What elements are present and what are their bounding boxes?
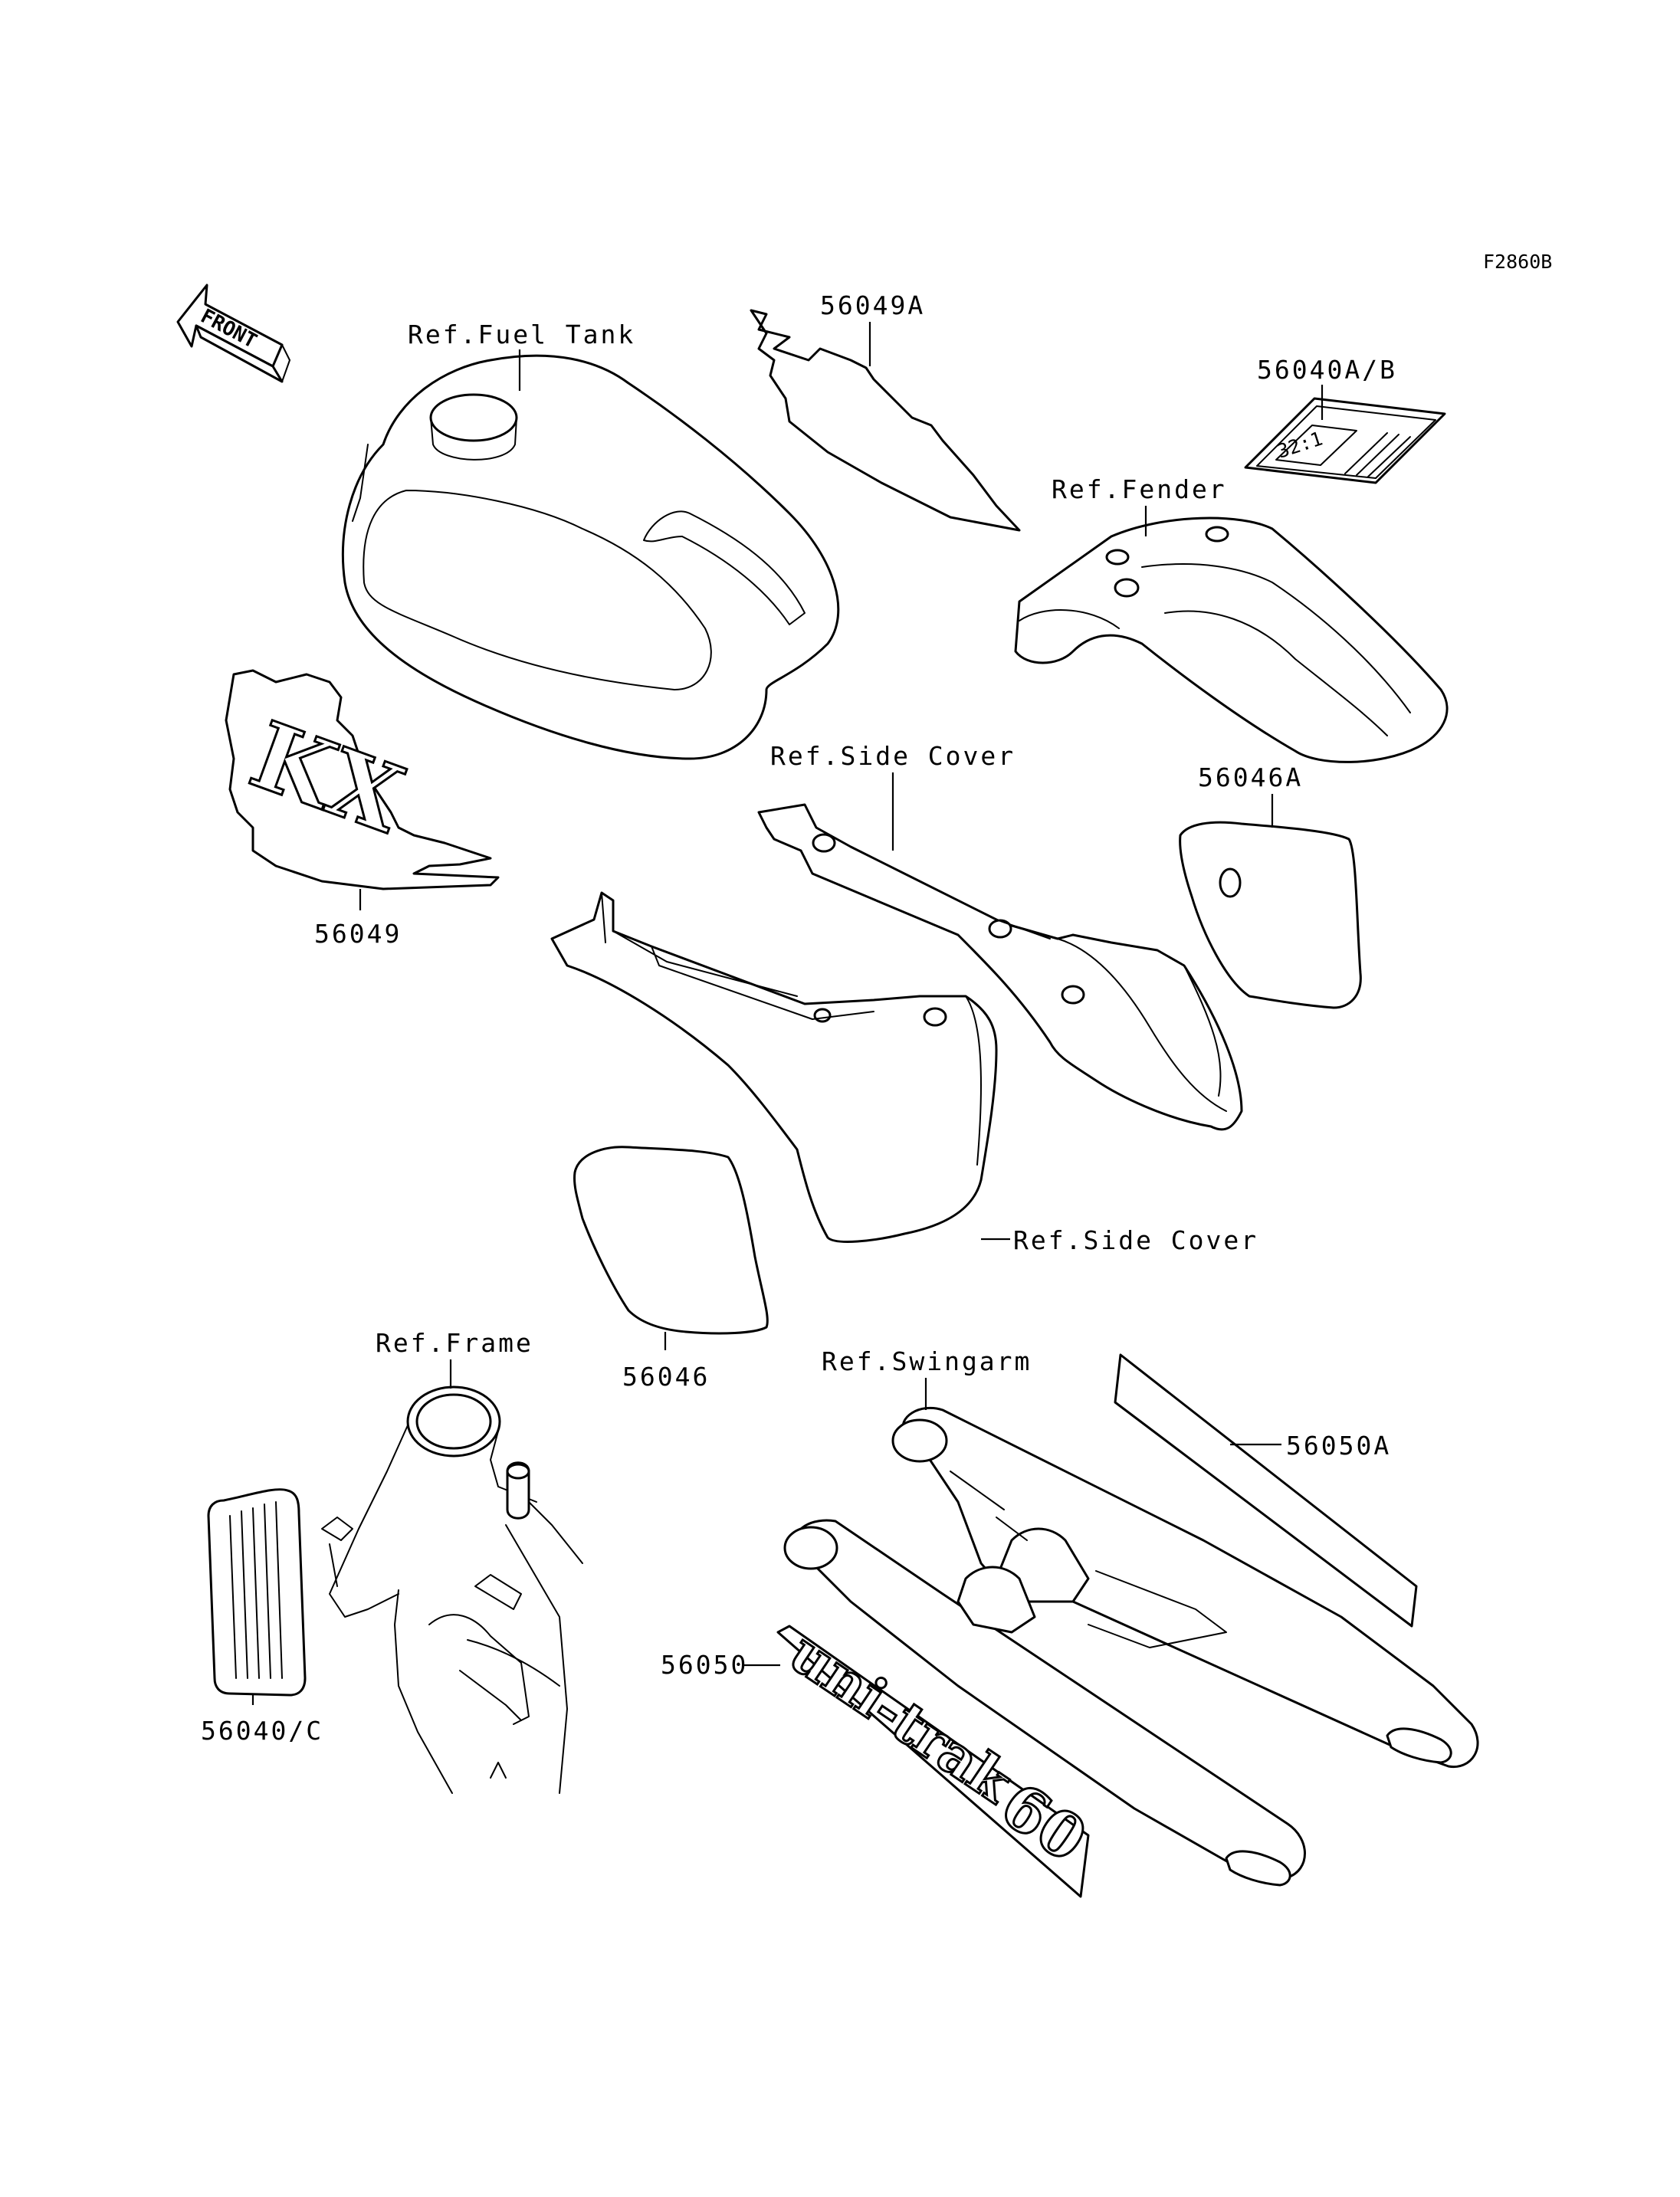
side-cover-top-label: Ref.Side Cover [770,741,1016,771]
decal-56046A-hole [1219,867,1242,898]
decal-56040C [207,1488,307,1697]
decal-56040C-label: 56040/C [201,1716,323,1746]
decal-56049-kx: KX [225,669,500,890]
front-arrow-icon: FRONT [176,284,290,383]
decal-56046A [1179,821,1362,1009]
fuel-tank-label: Ref.Fuel Tank [408,320,635,349]
swingarm-label: Ref.Swingarm [822,1346,1032,1376]
figure-code: F2860B [1483,251,1552,273]
decal-56049A [750,309,1021,532]
decal-56046A-label: 56046A [1198,762,1303,792]
decal-56049A-label: 56049A [820,290,925,320]
frame-label: Ref.Frame [376,1328,533,1358]
decal-56050-label: 56050 [661,1650,748,1680]
decal-56050A-label: 56050A [1286,1431,1391,1461]
decal-56040AB-label: 56040A/B [1257,355,1397,385]
frame-drawing [321,1385,583,1794]
fender-label: Ref.Fender [1052,474,1227,504]
decal-56050A [1114,1353,1418,1628]
fuel-tank-drawing [342,354,840,760]
side-cover-right-drawing [757,803,1243,1131]
decal-56049-label: 56049 [314,919,402,949]
side-cover-left-drawing [550,891,998,1243]
decal-56040AB: 32:1 [1244,397,1446,484]
fender-drawing [1014,516,1449,763]
swingarm-drawing [783,1406,1479,1887]
decal-56046-label: 56046 [622,1362,710,1392]
decal-56046 [573,1146,769,1335]
side-cover-bottom-label: Ref.Side Cover [1013,1225,1258,1255]
